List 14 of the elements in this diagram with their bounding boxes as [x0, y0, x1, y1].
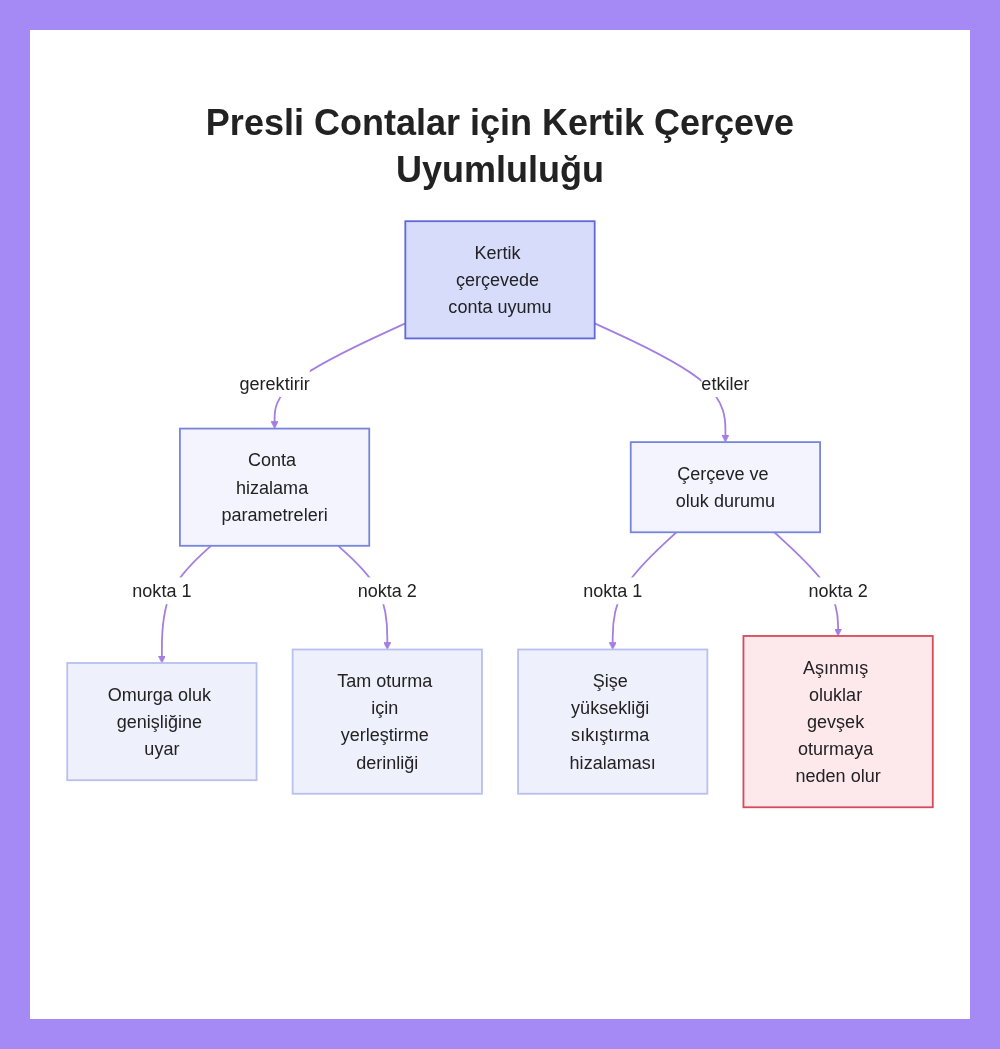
- node-box: Tam oturma için yerleştirme derinliği: [291, 648, 483, 795]
- edge-label: nokta 2: [357, 580, 417, 601]
- diagram-title: Presli Contalar için Kertik Çerçeve Uyumluluğu: [204, 101, 796, 192]
- edge-label: nokta 1: [583, 580, 643, 601]
- node-box: Çerçeve ve oluk durumu: [629, 440, 821, 533]
- edge-label: etkiler: [701, 373, 750, 394]
- node-box: Kertik çerçevede conta uyumu: [404, 219, 596, 339]
- edge-label: nokta 1: [132, 580, 192, 601]
- edge-label: nokta 2: [808, 580, 868, 601]
- node-box: Conta hizalama parametreleri: [179, 427, 371, 547]
- node-box: Aşınmış oluklar gevşek oturmaya neden olur: [742, 634, 934, 808]
- edge-label: gerektirir: [239, 373, 310, 394]
- node-box: Şişe yüksekliği sıkıştırma hizalaması: [517, 648, 709, 795]
- node-box: Omurga oluk genişliğine uyar: [66, 661, 258, 781]
